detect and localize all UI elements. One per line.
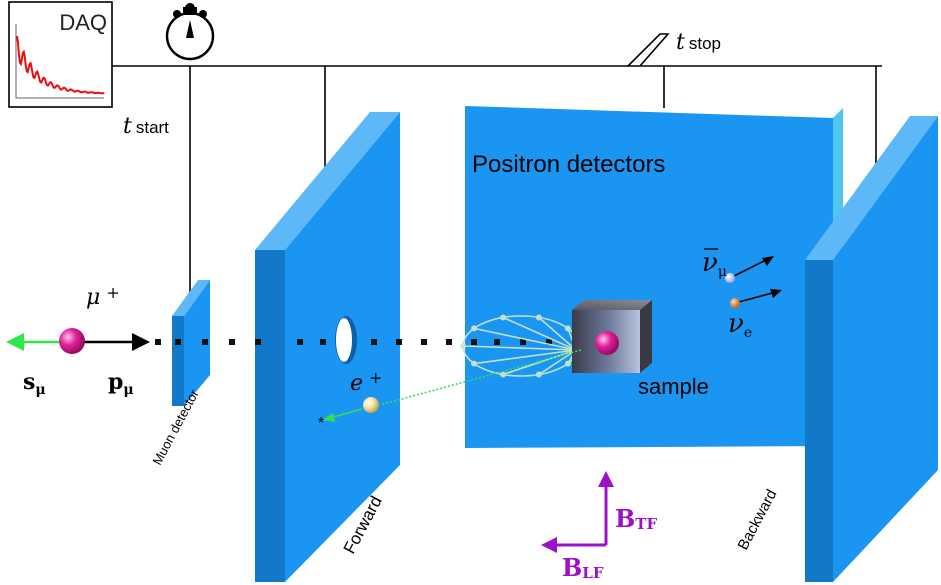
precession-tip	[471, 360, 478, 367]
spin-label: sμ	[23, 369, 46, 398]
neutrinos	[725, 256, 782, 308]
positron-label: e+	[350, 368, 382, 396]
beam-dot	[202, 339, 208, 345]
momentum-label: pμ	[108, 369, 134, 398]
beam-dot	[155, 339, 161, 345]
muon	[6, 328, 150, 354]
precession-tip	[500, 314, 507, 321]
positron-detectors-title: Positron detectors	[472, 151, 665, 178]
hit-marker: *	[318, 415, 324, 432]
beam-dot	[396, 339, 402, 345]
muon-ball	[59, 328, 85, 354]
beam-dot	[421, 339, 427, 345]
field-arrows	[541, 471, 614, 553]
precession-spoke	[538, 349, 577, 376]
daq-box: DAQ	[8, 1, 113, 108]
daq-decay-trace	[16, 35, 105, 95]
nu-e-ball	[730, 298, 740, 308]
backward-label: Backward	[735, 487, 781, 553]
b-tf-label: BTF	[615, 504, 657, 533]
beam-path	[155, 339, 552, 345]
muon-detector: Muon detector	[149, 280, 210, 467]
spin-precession	[459, 314, 582, 378]
precession-tip	[471, 325, 478, 332]
sample-cube	[572, 300, 652, 373]
forward-detector: Forward	[255, 112, 400, 582]
precession-spoke	[502, 316, 577, 351]
precession-spoke	[462, 345, 577, 351]
daq-label: DAQ	[59, 10, 107, 35]
positron-ball	[363, 397, 379, 413]
nu-mu-bar-label: νμ	[702, 248, 727, 280]
svg-text:νμ: νμ	[702, 248, 727, 280]
precession-tip	[564, 360, 571, 367]
beam-dot	[297, 339, 303, 345]
beam-dot	[320, 339, 326, 345]
beam-dot	[446, 339, 452, 345]
precession-tip	[535, 371, 542, 378]
beam-dot	[546, 339, 552, 345]
beam-dot	[255, 339, 261, 345]
beam-dot	[494, 339, 500, 345]
momentum-arrowhead	[132, 333, 150, 351]
beam-dot	[471, 339, 477, 345]
timing-wires	[112, 33, 882, 300]
beam-dot	[371, 339, 377, 345]
beam-dot	[229, 339, 235, 345]
daq-axes	[15, 24, 104, 99]
muon-label: μ+	[86, 283, 120, 310]
spin-arrowhead	[6, 333, 24, 351]
stopped-muon	[595, 331, 619, 355]
b-lf-label: BLF	[562, 553, 604, 582]
precession-spoke	[538, 316, 577, 351]
nu-e-label: νe	[728, 309, 752, 341]
precession-spoke	[473, 349, 577, 365]
nu-mu-bar-ball	[725, 273, 735, 283]
precession-tip	[500, 371, 507, 378]
precession-tip	[459, 342, 466, 349]
beam-dot	[520, 339, 526, 345]
precession-tip	[535, 314, 542, 321]
positron-track: *	[318, 349, 582, 432]
precession-spoke	[473, 327, 577, 351]
sample-label: sample	[638, 374, 709, 399]
beam-dot	[175, 339, 181, 345]
precession-tip	[564, 325, 571, 332]
stopwatch-icon	[165, 3, 215, 61]
